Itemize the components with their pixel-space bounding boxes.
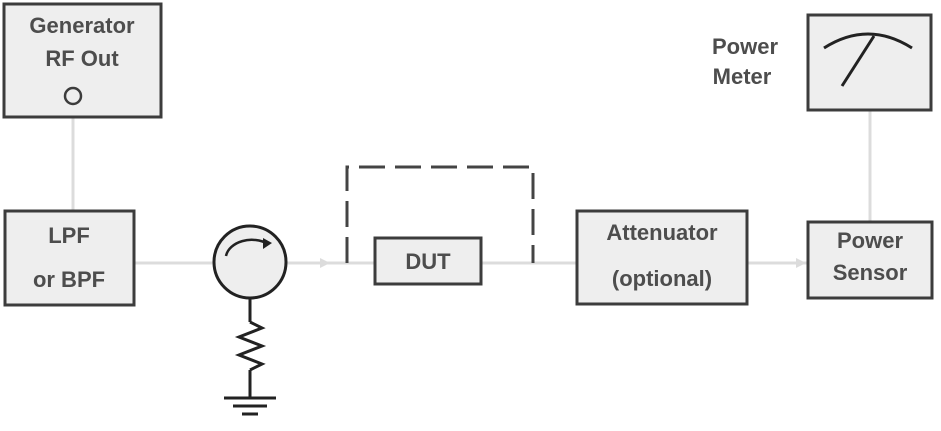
dut-block: DUT — [373, 236, 483, 286]
filter-label-line2: or BPF — [33, 267, 105, 292]
filter-block: LPF or BPF — [3, 209, 136, 307]
filter-label-line1: LPF — [48, 223, 90, 248]
dut-label: DUT — [405, 249, 451, 274]
circulator-arrowhead-icon — [263, 238, 272, 249]
circulator-arrow-arc-icon — [224, 238, 269, 257]
generator-box — [2, 2, 163, 119]
circulator-icon — [212, 224, 288, 300]
arrow-to-dut-icon — [320, 258, 330, 268]
arrow-to-sensor-icon — [796, 258, 806, 268]
filter-box — [3, 209, 136, 307]
connections — [71, 110, 872, 268]
power-meter-block — [806, 13, 933, 112]
power-sensor-box — [806, 220, 934, 300]
generator-block: Generator RF Out — [2, 2, 163, 119]
power-meter-label-line1: Power — [712, 34, 778, 59]
power-meter-box — [806, 13, 933, 112]
termination-resistor-icon — [234, 320, 267, 372]
generator-label-line2: RF Out — [45, 46, 119, 71]
attenuator-label-line2: (optional) — [612, 266, 712, 291]
power-sensor-label-line1: Power — [837, 228, 903, 253]
meter-scale-arc-icon — [823, 32, 913, 50]
power-sensor-label-line2: Sensor — [833, 260, 908, 285]
attenuator-block: Attenuator (optional) — [575, 209, 749, 306]
ground-icon — [224, 396, 276, 416]
power-sensor-block: Power Sensor — [806, 220, 934, 300]
attenuator-label-line1: Attenuator — [606, 220, 718, 245]
power-meter-label-line2: Meter — [713, 64, 772, 89]
meter-needle-icon — [840, 35, 876, 87]
dut-box — [373, 236, 483, 286]
generator-label-line1: Generator — [29, 13, 135, 38]
rf-output-connector-icon — [63, 86, 83, 106]
circulator-block — [212, 224, 288, 416]
dut-bypass-dashed-path — [345, 165, 535, 263]
attenuator-box — [575, 209, 749, 306]
